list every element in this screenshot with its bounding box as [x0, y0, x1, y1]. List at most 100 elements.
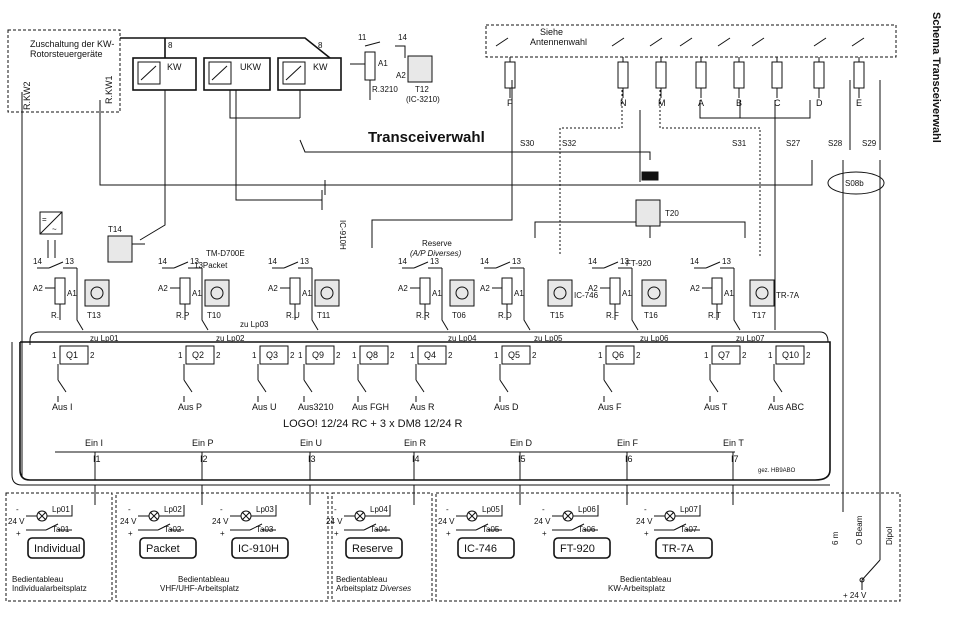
- panel-button[interactable]: [655, 537, 713, 559]
- meter-mark-2: 8: [318, 41, 323, 50]
- antenna-relay-label: E: [856, 98, 862, 108]
- coil-a1: A1: [302, 289, 312, 298]
- coil-a2: A2: [398, 284, 408, 293]
- panel-plus: +: [542, 529, 547, 538]
- input-label: Ein I: [85, 438, 103, 448]
- input-label: Ein U: [300, 438, 322, 448]
- coil-a1: A1: [514, 289, 524, 298]
- relay-id-label: R.I: [51, 311, 61, 320]
- output-label: Aus F: [598, 402, 622, 412]
- contact-14: 14: [268, 257, 277, 266]
- lp-label-6: zu Lp06: [640, 334, 669, 343]
- socket-label: T11: [317, 311, 331, 320]
- output-pin2: 2: [390, 351, 395, 360]
- meter-label-1: KW: [167, 62, 182, 72]
- panel-plus: +: [16, 529, 21, 538]
- socket-t14-label: T14: [108, 225, 122, 234]
- output-pin2: 2: [532, 351, 537, 360]
- relay-note-packet-sub: 13Packet: [194, 261, 228, 270]
- input-label: Ein T: [723, 438, 744, 448]
- antenna-relay-label: F: [507, 98, 513, 108]
- output-label: Aus I: [52, 402, 73, 412]
- panel-button[interactable]: [27, 537, 85, 559]
- relay-id-label: R.F: [606, 311, 619, 320]
- panel-button[interactable]: [139, 537, 197, 559]
- socket-label: T16: [644, 311, 658, 320]
- relay-note-reserve: Reserve: [422, 239, 452, 248]
- panel-lp: Lp05: [482, 505, 500, 514]
- panel-plus: +: [446, 529, 451, 538]
- panel-button-label: IC-746: [464, 543, 497, 555]
- panel-ta: Ta01: [52, 525, 70, 534]
- input-i1: Ein I I1: [85, 438, 103, 505]
- ic3210-relay: 11 14 A1 A2 R.3210 T12 (IC-3210): [350, 33, 440, 104]
- output-pin2: 2: [742, 351, 747, 360]
- antennenwahl-line1: Siehe: [540, 27, 563, 37]
- panel-button-label: FT-920: [560, 543, 595, 555]
- page-title: Schema Transceiverwahl: [930, 12, 942, 143]
- coil-a2: A2: [33, 284, 43, 293]
- panel-lp: Lp04: [370, 505, 388, 514]
- rotor-box: Zuschaltung der KW- Rotorsteuergeräte R.…: [7, 29, 121, 113]
- output-q-label: Q3: [266, 350, 278, 360]
- panel-group-3-line2: Arbeitsplatz Diverses: [336, 584, 411, 593]
- panel-ta: Ta07: [680, 525, 698, 534]
- panel-button[interactable]: [231, 537, 289, 559]
- output-q-label: Q8: [366, 350, 378, 360]
- lp-label-5: zu Lp05: [534, 334, 563, 343]
- panel-voltage: 24 V: [212, 517, 229, 526]
- ic3210-a2: A2: [396, 71, 406, 80]
- ic3210-socket-label: T12: [415, 85, 429, 94]
- output-pin1: 1: [52, 351, 57, 360]
- output-pin2: 2: [216, 351, 221, 360]
- relay-note-ft920: FT-920: [626, 259, 652, 268]
- panel-group-individual-frame: [5, 492, 113, 602]
- panel-button[interactable]: [345, 537, 403, 559]
- input-i-label: I1: [93, 454, 101, 464]
- input-label: Ein F: [617, 438, 639, 448]
- output-q-label: Q4: [424, 350, 436, 360]
- input-i-label: I6: [625, 454, 633, 464]
- panel-voltage: 24 V: [534, 517, 551, 526]
- panel-button[interactable]: [553, 537, 611, 559]
- output-pin1: 1: [768, 351, 773, 360]
- rotor-r-kw1: R.KW1: [104, 75, 114, 104]
- antenna-relay-label: N: [620, 98, 627, 108]
- svg-text:~: ~: [52, 225, 57, 234]
- signal-s08b: S08b: [845, 179, 864, 188]
- contact-13: 13: [512, 257, 521, 266]
- antennenwahl-box: Siehe Antennenwahl: [485, 24, 897, 58]
- panel-group-4-line1: Bedientableau: [620, 575, 671, 584]
- logo-label: LOGO! 12/24 RC + 3 x DM8 12/24 R: [283, 418, 462, 430]
- panel-group-1-line1: Bedientableau: [12, 575, 63, 584]
- label-6m: 6 m: [831, 531, 840, 545]
- socket-label: T17: [752, 311, 766, 320]
- output-label: Aus D: [494, 402, 519, 412]
- output-pin2: 2: [636, 351, 641, 360]
- contact-13: 13: [65, 257, 74, 266]
- input-i2: Ein PI2: [192, 438, 214, 505]
- panel-button-label: IC-910H: [238, 543, 279, 555]
- input-i5: Ein DI5: [510, 438, 533, 505]
- panel-button[interactable]: [457, 537, 515, 559]
- output-pin1: 1: [494, 351, 499, 360]
- panel-voltage: 24 V: [636, 517, 653, 526]
- output-pin2: 2: [336, 351, 341, 360]
- output-pin2: 2: [806, 351, 811, 360]
- contact-14: 14: [158, 257, 167, 266]
- rotor-r-kw2: R.KW2: [22, 81, 32, 110]
- panel-minus: -: [220, 505, 223, 514]
- relay-id-label: R.T: [708, 311, 721, 320]
- rotor-box-line1: Zuschaltung der KW-: [30, 39, 114, 49]
